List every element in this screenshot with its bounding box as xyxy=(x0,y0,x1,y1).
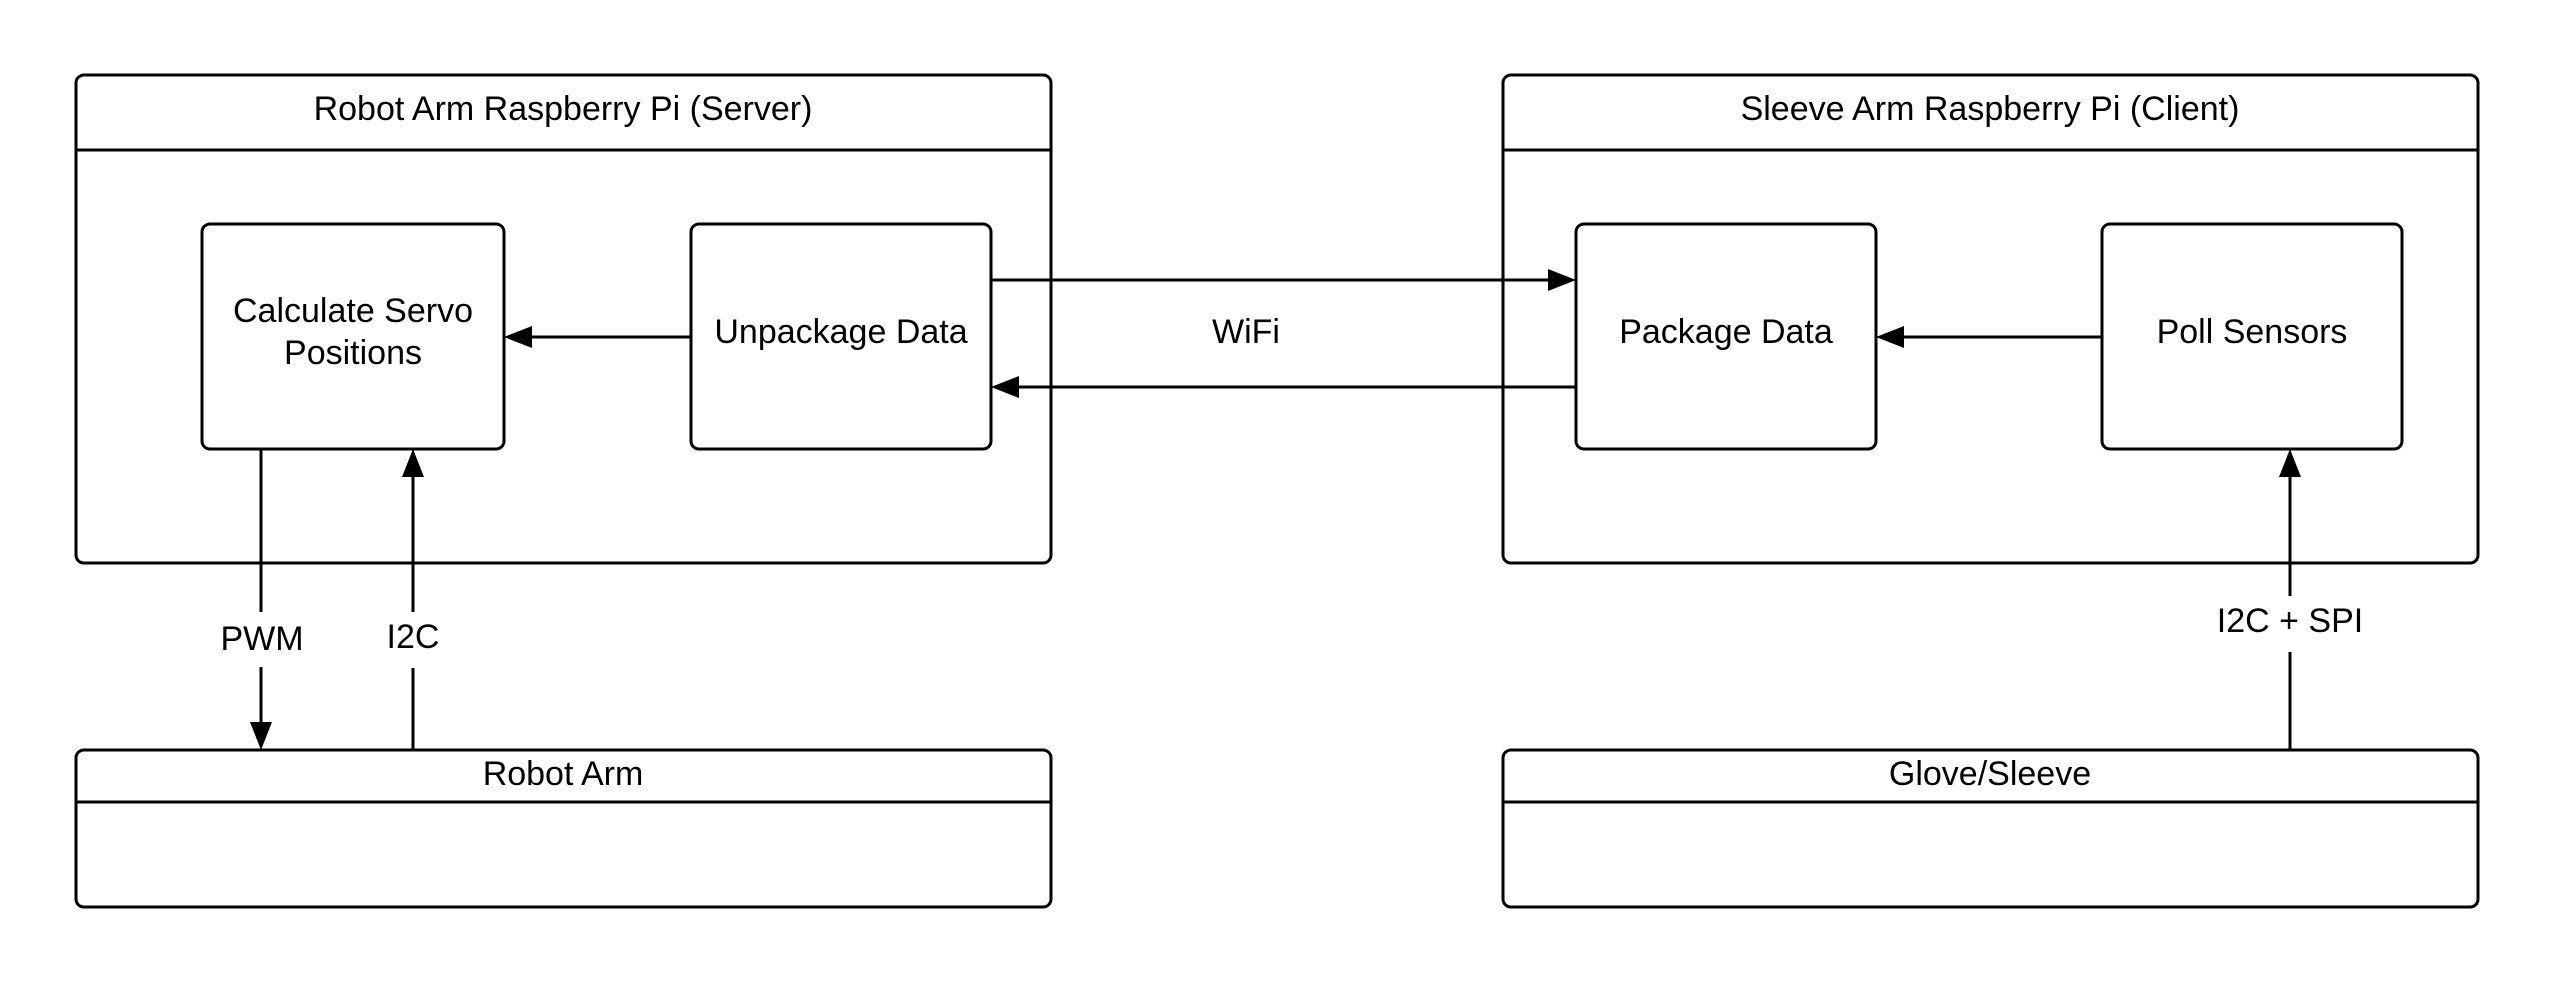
calculate-servo-positions-label-line1: Calculate Servo xyxy=(233,292,473,330)
poll-sensors-process: Poll Sensors xyxy=(2100,222,2404,451)
server-container-title: Robot Arm Raspberry Pi (Server) xyxy=(314,90,813,128)
unpackage-to-package-arrow xyxy=(991,269,1576,291)
poll-to-package-arrow xyxy=(1876,326,2102,348)
unpackage-data-process: Unpackage Data xyxy=(689,222,993,451)
glove-sleeve-container-box xyxy=(1501,748,2480,909)
unpackage-to-calculate-arrow xyxy=(504,326,691,348)
glove-sleeve-title: Glove/Sleeve xyxy=(1889,755,2091,793)
wifi-label: WiFi xyxy=(1212,313,1280,351)
package-data-process: Package Data xyxy=(1574,222,1878,451)
i2c-label: I2C xyxy=(387,618,440,656)
poll-to-package-arrowhead xyxy=(1876,326,1904,348)
i2c-spi-arrowhead xyxy=(2279,449,2301,477)
package-data-box xyxy=(1574,222,1878,451)
pwm-arrow: PWM xyxy=(220,449,304,750)
calculate-servo-positions-box xyxy=(200,222,506,451)
unpackage-data-label: Unpackage Data xyxy=(714,313,967,351)
client-container-title: Sleeve Arm Raspberry Pi (Client) xyxy=(1741,90,2240,128)
glove-sleeve-container: Glove/Sleeve xyxy=(1501,748,2480,909)
i2c-spi-label: I2C + SPI xyxy=(2217,602,2363,640)
unpackage-to-calculate-arrowhead xyxy=(504,326,532,348)
poll-sensors-label: Poll Sensors xyxy=(2157,313,2348,351)
calculate-servo-positions-process: Calculate Servo Positions xyxy=(200,222,506,451)
robot-arm-container-box xyxy=(74,748,1053,909)
pwm-label: PWM xyxy=(220,620,303,658)
calculate-servo-positions-label-line2: Positions xyxy=(284,334,422,372)
robot-arm-title: Robot Arm xyxy=(483,755,644,793)
i2c-arrowhead xyxy=(402,449,424,477)
package-to-unpackage-arrowhead xyxy=(991,376,1019,398)
pwm-arrowhead xyxy=(250,722,272,750)
i2c-spi-arrow: I2C + SPI xyxy=(2217,449,2363,750)
package-data-label: Package Data xyxy=(1619,313,1833,351)
i2c-arrow: I2C xyxy=(387,449,440,750)
unpackage-to-package-arrowhead xyxy=(1548,269,1576,291)
package-to-unpackage-arrow xyxy=(991,376,1576,398)
robot-arm-container: Robot Arm xyxy=(74,748,1053,909)
